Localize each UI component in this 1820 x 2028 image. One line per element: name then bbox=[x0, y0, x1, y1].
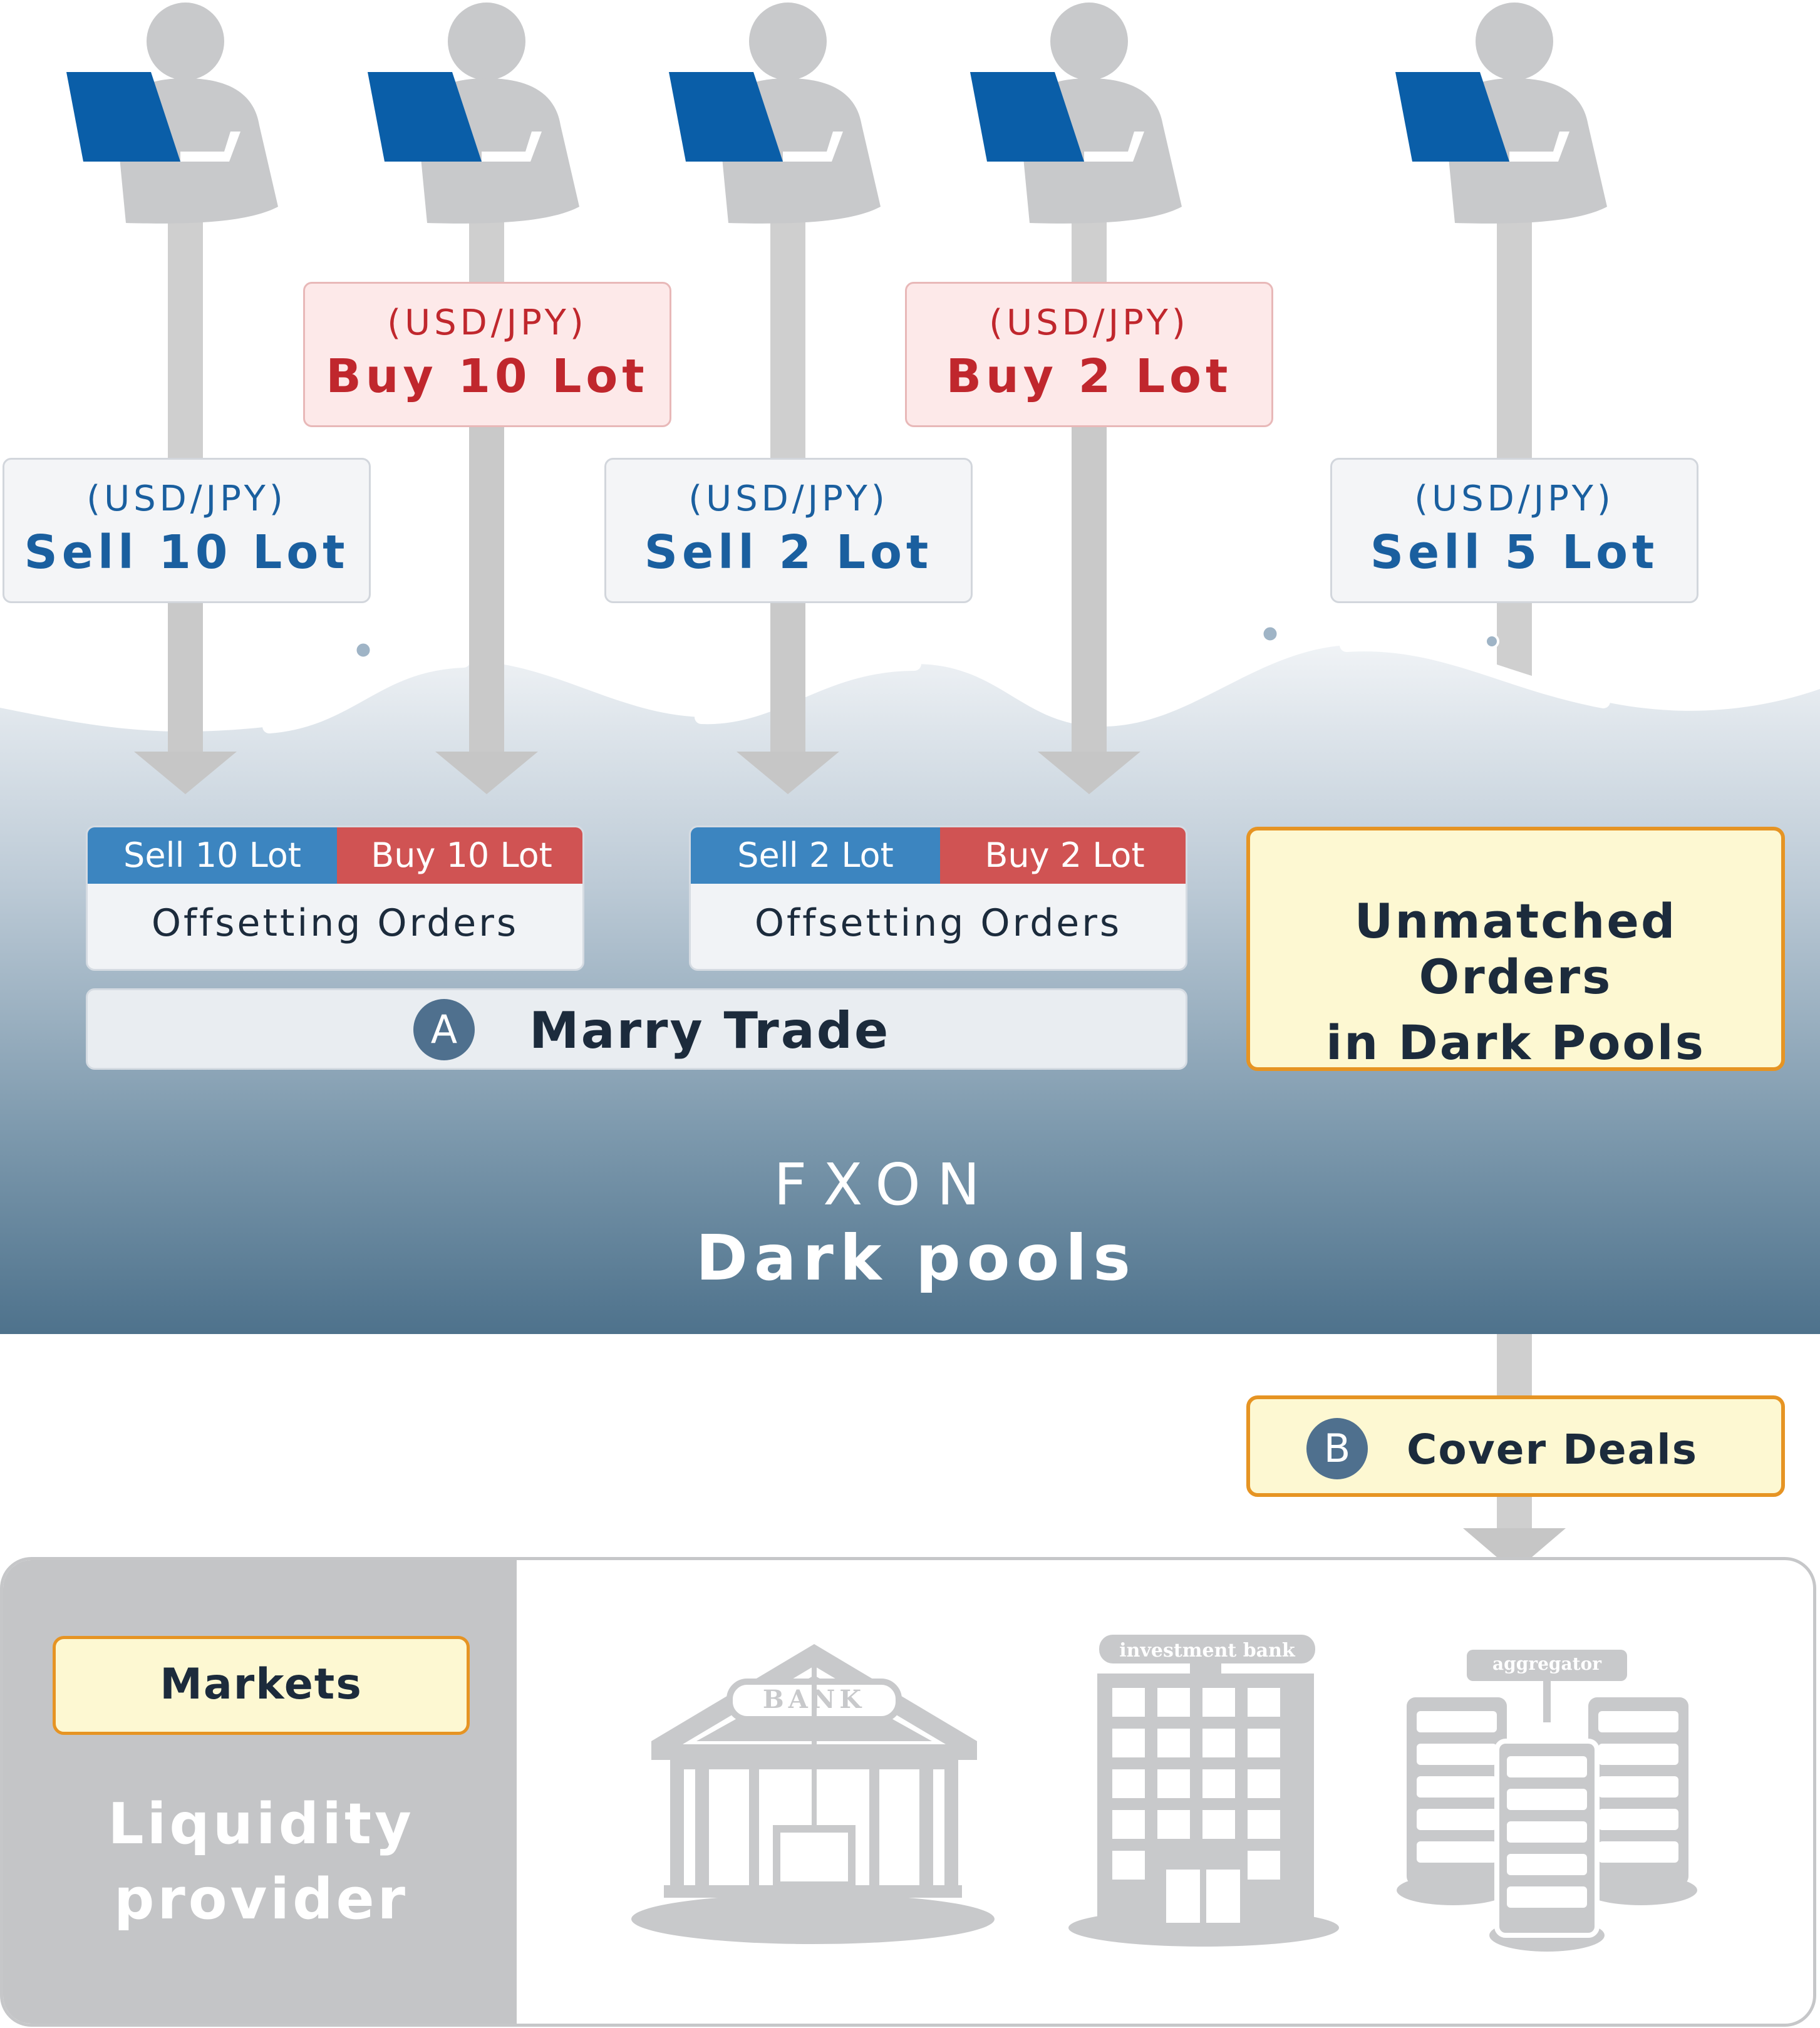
cover-deals-label: Cover Deals bbox=[1407, 1425, 1698, 1474]
trader-icon bbox=[66, 3, 278, 224]
trader-icon bbox=[1395, 3, 1607, 224]
order-pair: (USD/JPY) bbox=[688, 479, 889, 519]
water-drop bbox=[353, 640, 373, 660]
offset-label: Offsetting Orders bbox=[151, 901, 519, 945]
server-rack-center bbox=[1494, 1739, 1600, 1938]
order-quantity: Sell 10 Lot bbox=[24, 525, 349, 579]
arrowhead bbox=[737, 752, 839, 794]
bank-sign: BANK bbox=[762, 1685, 866, 1714]
offset-buy-tab: Buy 2 Lot bbox=[940, 827, 1186, 884]
trader-icon bbox=[368, 3, 579, 224]
order-pair: (USD/JPY) bbox=[1414, 479, 1615, 519]
order-quantity: Buy 2 Lot bbox=[946, 349, 1233, 403]
unmatched-line-2: in Dark Pools bbox=[1326, 1015, 1705, 1070]
trader-icon bbox=[669, 3, 881, 224]
water-drop bbox=[1260, 624, 1280, 644]
order-box-buy-10: (USD/JPY) Buy 10 Lot bbox=[303, 282, 671, 427]
offset-sell-tab: Sell 2 Lot bbox=[691, 827, 940, 884]
investment-bank-icon bbox=[1068, 1635, 1339, 1947]
badge-a: A bbox=[413, 999, 475, 1060]
offset-buy-tab: Buy 10 Lot bbox=[337, 827, 582, 884]
order-pair: (USD/JPY) bbox=[387, 303, 587, 343]
aggregator-icon bbox=[1397, 1650, 1697, 1952]
order-box-sell-5: (USD/JPY) Sell 5 Lot bbox=[1330, 458, 1698, 603]
unmatched-line-1: Unmatched Orders bbox=[1354, 893, 1677, 1005]
investment-bank-sign: investment bank bbox=[1119, 1640, 1295, 1662]
markets-label: Markets bbox=[53, 1636, 470, 1735]
dark-pools-title: Dark pools bbox=[696, 1221, 1137, 1295]
badge-b: B bbox=[1306, 1418, 1368, 1479]
order-arrowheads bbox=[134, 752, 1140, 794]
cover-deals-box: B Cover Deals bbox=[1246, 1395, 1785, 1497]
marry-trade-bar: A Marry Trade bbox=[86, 988, 1187, 1070]
marry-trade-label: Marry Trade bbox=[529, 1001, 891, 1060]
server-rack-left bbox=[1407, 1697, 1507, 1885]
arrowhead bbox=[134, 752, 237, 794]
order-quantity: Sell 2 Lot bbox=[644, 525, 933, 579]
offsetting-orders-10: Sell 10 Lot Buy 10 Lot Offsetting Orders bbox=[86, 825, 584, 971]
order-box-sell-2: (USD/JPY) Sell 2 Lot bbox=[604, 458, 973, 603]
order-pair: (USD/JPY) bbox=[989, 303, 1189, 343]
order-quantity: Buy 10 Lot bbox=[326, 349, 649, 403]
aggregator-sign: aggregator bbox=[1492, 1653, 1601, 1674]
offset-sell-tab: Sell 10 Lot bbox=[88, 827, 337, 884]
order-box-buy-2: (USD/JPY) Buy 2 Lot bbox=[905, 282, 1273, 427]
arrowhead bbox=[1038, 752, 1140, 794]
liquidity-title-line-2: provider bbox=[113, 1866, 408, 1932]
unmatched-orders-box: Unmatched Orders in Dark Pools bbox=[1246, 827, 1785, 1071]
water-drop bbox=[1484, 634, 1499, 649]
offset-label: Offsetting Orders bbox=[754, 901, 1122, 945]
trader-icons bbox=[66, 3, 1607, 224]
fxon-logo: FXON bbox=[773, 1151, 996, 1218]
order-flow-lines-pool bbox=[168, 426, 1107, 758]
cover-arrowhead bbox=[1463, 1528, 1566, 1572]
trader-icon bbox=[970, 3, 1182, 224]
bank-icon bbox=[631, 1644, 995, 1944]
liquidity-title-line-1: Liquidity bbox=[108, 1791, 415, 1857]
order-box-sell-10: (USD/JPY) Sell 10 Lot bbox=[3, 458, 371, 603]
server-rack-right bbox=[1588, 1697, 1688, 1885]
order-pair: (USD/JPY) bbox=[86, 479, 287, 519]
order-quantity: Sell 5 Lot bbox=[1370, 525, 1659, 579]
arrowhead bbox=[435, 752, 538, 794]
offsetting-orders-2: Sell 2 Lot Buy 2 Lot Offsetting Orders bbox=[689, 825, 1187, 971]
